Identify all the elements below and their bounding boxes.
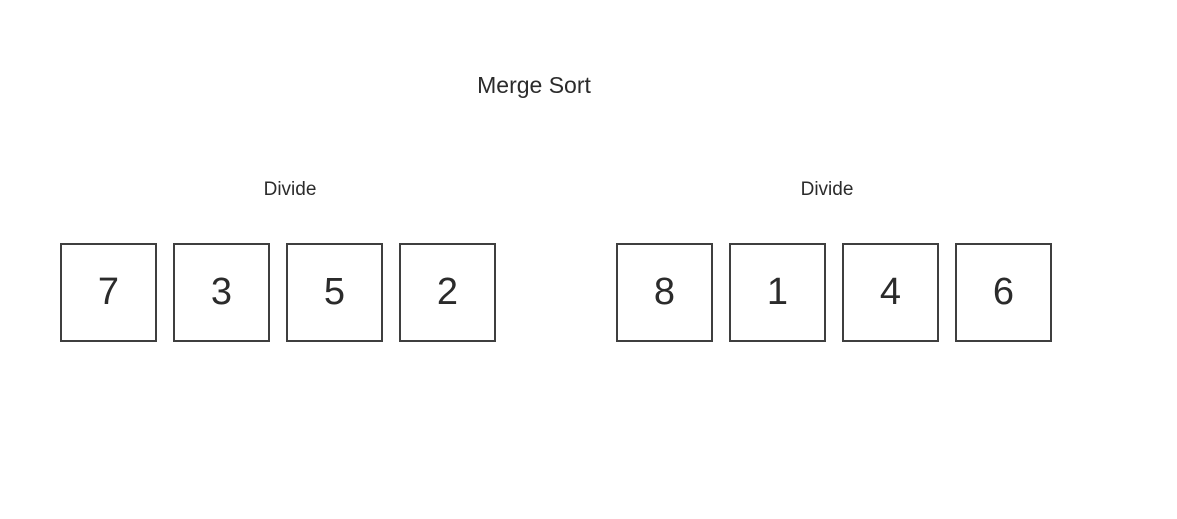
divide-label-left: Divide (263, 179, 317, 200)
diagram-title: Merge Sort (477, 72, 591, 98)
array-cell: 3 (173, 243, 270, 342)
array-cell: 2 (399, 243, 496, 342)
array-group-right: 8 1 4 6 (616, 243, 1052, 342)
array-group-left: 7 3 5 2 (60, 243, 496, 342)
array-cell: 1 (729, 243, 826, 342)
array-cell: 4 (842, 243, 939, 342)
divide-label-right: Divide (800, 179, 854, 200)
array-cell: 6 (955, 243, 1052, 342)
array-cell: 8 (616, 243, 713, 342)
array-cell: 7 (60, 243, 157, 342)
array-cell: 5 (286, 243, 383, 342)
